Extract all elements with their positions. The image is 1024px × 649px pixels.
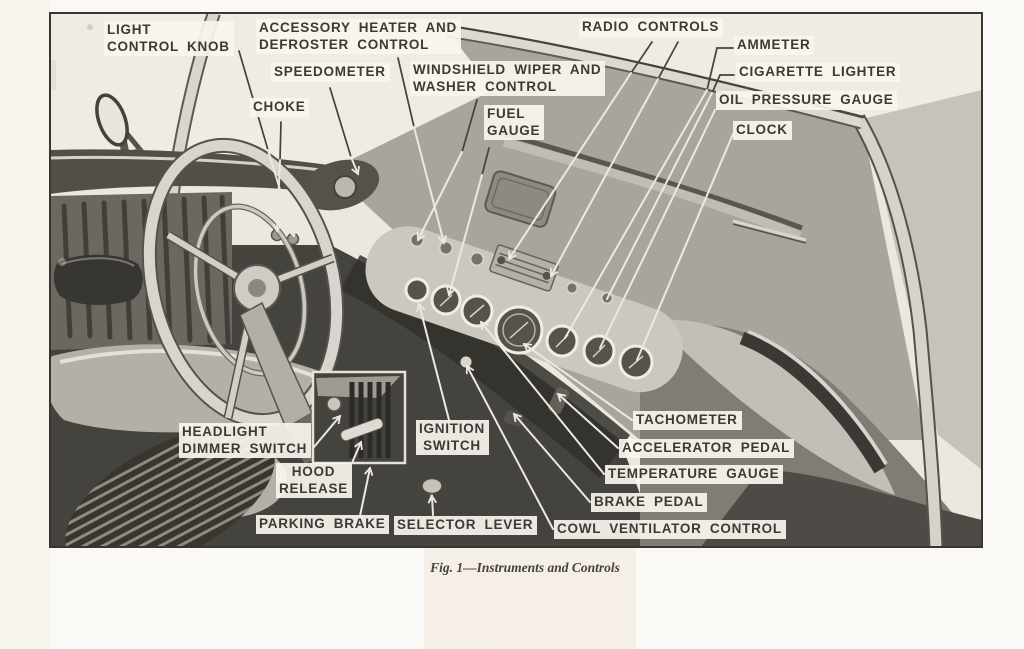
part-label-light-control-knob: LIGHT CONTROL KNOB [104, 21, 234, 56]
ignition-switch-bezel [404, 277, 430, 303]
radio [489, 244, 559, 292]
right-a-pillar [853, 115, 942, 547]
inset-detail-box [311, 370, 407, 465]
part-label-tachometer: TACHOMETER [633, 411, 742, 430]
grab-bar [739, 331, 886, 474]
part-label-windshield-wiper: WINDSHIELD WIPER AND WASHER CONTROL [410, 61, 606, 96]
gauge-cluster [365, 226, 683, 393]
part-label-parking-brake: PARKING BRAKE [256, 515, 390, 534]
part-label-temperature-gauge: TEMPERATURE GAUGE [605, 465, 784, 484]
part-label-fuel-gauge: FUEL GAUGE [484, 105, 545, 140]
part-label-cigarette-lighter: CIGARETTE LIGHTER [736, 63, 901, 82]
windshield-garnish-ridge [497, 129, 803, 231]
part-label-clock: CLOCK [733, 121, 792, 140]
part-label-oil-pressure-gauge: OIL PRESSURE GAUGE [716, 91, 898, 110]
cowl-ventilator-knob [459, 355, 473, 369]
dash-trim-strip-shadow [732, 223, 807, 244]
part-label-accelerator-pedal: ACCELERATOR PEDAL [619, 439, 795, 458]
paper-tint-bottom [424, 548, 636, 649]
dash-speaker-recess [484, 170, 557, 228]
part-label-ignition-switch: IGNITION SWITCH [416, 420, 489, 455]
tachometer-inner-ring [502, 313, 536, 347]
knob-aux [469, 251, 485, 267]
part-label-accessory-heater: ACCESSORY HEATER AND DEFROSTER CONTROL [256, 19, 461, 54]
speedometer-dial [333, 175, 357, 199]
part-label-headlight-dimmer: HEADLIGHT DIMMER SWITCH [179, 423, 312, 458]
paper-blemish [87, 24, 93, 30]
grab-bar-highlight [747, 330, 888, 466]
paper-blemish [58, 258, 66, 266]
dimmer-switch-shape [326, 396, 342, 412]
paper-tint-left [0, 0, 50, 649]
part-label-cowl-ventilator: COWL VENTILATOR CONTROL [554, 520, 786, 539]
part-label-hood-release: HOOD RELEASE [276, 463, 352, 498]
leader-lines [238, 41, 735, 530]
armrest [53, 254, 143, 305]
windshield-garnish-highlight [502, 137, 802, 241]
photo-border [49, 12, 983, 548]
floor-mat [50, 404, 294, 547]
hood-release-lever [340, 417, 384, 442]
dash-trim-strip [732, 219, 807, 242]
paper-blemish [50, 60, 56, 90]
door-sill [50, 149, 360, 196]
passenger-dash-curve [655, 319, 895, 495]
knob-heater [438, 240, 454, 256]
knob-ammeter-reset [565, 281, 579, 295]
part-label-brake-pedal: BRAKE PEDAL [591, 493, 708, 512]
part-label-radio-controls: RADIO CONTROLS [579, 18, 724, 37]
part-label-speedometer: SPEEDOMETER [271, 63, 390, 82]
part-label-ammeter: AMMETER [734, 36, 815, 55]
figure-caption: Fig. 1—Instruments and Controls [430, 560, 620, 575]
part-label-selector-lever: SELECTOR LEVER [394, 516, 538, 535]
part-label-choke: CHOKE [250, 98, 310, 117]
